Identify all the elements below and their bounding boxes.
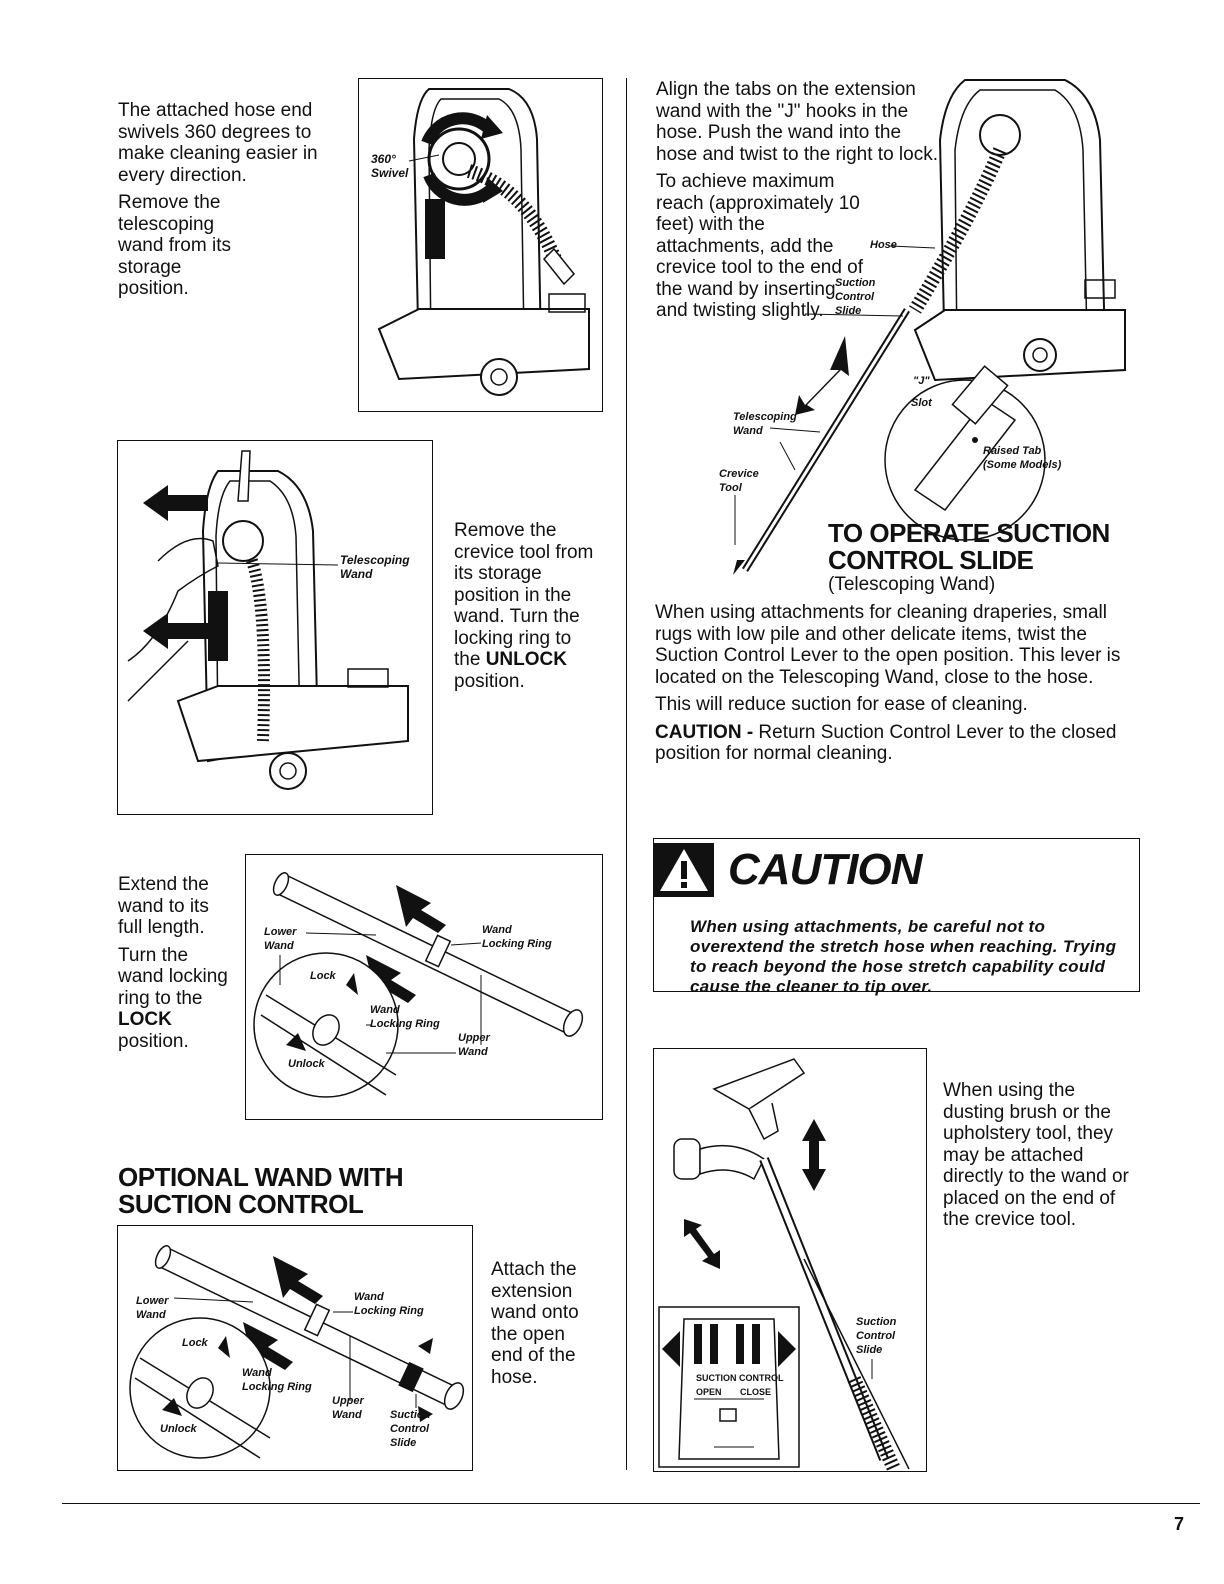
dusting-brush-paragraph: When using the dusting brush or the upho… — [943, 1080, 1129, 1230]
label-lower: Lower — [264, 926, 297, 938]
lock-text-post: position. — [118, 1030, 189, 1052]
label-some-models: (Some Models) — [983, 459, 1062, 471]
warning-triangle-icon — [654, 843, 714, 897]
label-raised-tab: Raised Tab — [983, 445, 1042, 457]
label-lock-s: Lock — [182, 1337, 209, 1349]
label-upper-wand: Wand — [458, 1046, 488, 1058]
label-locking-ring-top: Locking Ring — [482, 938, 552, 950]
label-lock: Lock — [310, 970, 337, 982]
label-suction-r: Suction — [835, 277, 876, 289]
caution-text: When using attachments, be careful not t… — [690, 917, 1117, 996]
label-wand-top: Wand — [482, 924, 512, 936]
caution-box: CAUTION When using attachments, be caref… — [653, 838, 1140, 996]
crevice-unlock-instructions: Remove the crevice tool from its storage… — [454, 520, 599, 698]
label-unlock-s: Unlock — [160, 1423, 198, 1435]
label-swivel: Swivel — [371, 166, 409, 180]
caution-inline-text: Return Suction Control Lever to the clos… — [655, 721, 1117, 765]
vacuum-swivel-illustration: 360° Swivel — [371, 88, 590, 396]
suction-section-body: When using attachments for cleaning drap… — [655, 602, 1145, 771]
lock-keyword: LOCK — [118, 1009, 172, 1030]
page-number: 7 — [1173, 1514, 1184, 1534]
suction-paragraph-1: When using attachments for cleaning drap… — [655, 602, 1121, 688]
label-suction-s: Suction — [390, 1409, 431, 1421]
swivel-figure: 360° Swivel — [358, 78, 603, 412]
suction-section-heading: TO OPERATE SUCTION CONTROL SLIDE (Telesc… — [828, 520, 1128, 596]
label-slide-d: Slide — [856, 1344, 882, 1356]
label-telescoping-r: Telescoping — [733, 411, 797, 423]
lock-text-pre: Turn the wand locking ring to the — [118, 944, 228, 1009]
label-control-r: Control — [835, 291, 875, 303]
label-wand-top-s: Wand — [354, 1291, 384, 1303]
attach-paragraph: Attach the extension wand onto the open … — [491, 1259, 579, 1388]
label-slide-s: Slide — [390, 1437, 416, 1449]
suction-heading-line1: TO OPERATE SUCTION — [828, 518, 1110, 548]
label-locking-ring-top-s: Locking Ring — [354, 1305, 424, 1317]
suction-subheading: (Telescoping Wand) — [828, 574, 996, 595]
dial-suction-control-text: SUCTION CONTROL — [696, 1373, 784, 1383]
label-wand-inset-s: Wand — [242, 1367, 272, 1379]
label-wand-inset: Wand — [370, 1004, 400, 1016]
remove-wand-paragraph: Remove the telescoping wand from its sto… — [118, 192, 231, 299]
label-upper-s: Upper — [332, 1395, 365, 1407]
label-slide-r: Slide — [835, 305, 861, 317]
vacuum-crevice-illustration: Telescoping Wand — [127, 450, 410, 790]
extend-wand-instructions: Extend the wand to its full length. Turn… — [118, 874, 228, 1058]
label-wand: Wand — [340, 567, 373, 581]
suction-wand-illustration: Lower Wand Wand Locking Ring Lock Wand L… — [129, 1245, 465, 1459]
dusting-brush-illustration: SUCTION CONTROL OPEN CLOSE Suction Contr… — [658, 1058, 910, 1471]
swivel-paragraph: The attached hose end swivels 360 degree… — [118, 100, 318, 186]
label-lower-wand: Wand — [264, 940, 294, 952]
label-locking-ring-inset-s: Locking Ring — [242, 1381, 312, 1393]
caution-header: CAUTION — [654, 839, 1139, 901]
label-crevice: Crevice — [719, 468, 759, 480]
swivel-instructions: The attached hose end swivels 360 degree… — [118, 100, 346, 306]
suction-paragraph-2: This will reduce suction for ease of cle… — [655, 694, 1028, 715]
dial-close-text: CLOSE — [740, 1387, 771, 1397]
wand-lock-figure: Lower Wand Wand Locking Ring Lock Wand L… — [245, 854, 603, 1120]
attach-wand-instructions: Attach the extension wand onto the open … — [491, 1259, 601, 1394]
label-upper-wand-s: Wand — [332, 1409, 362, 1421]
label-360: 360° — [371, 152, 396, 166]
crevice-unlock-figure: Telescoping Wand — [117, 440, 433, 815]
optional-wand-heading: OPTIONAL WAND WITH SUCTION CONTROL — [118, 1164, 438, 1218]
label-locking-ring-inset: Locking Ring — [370, 1018, 440, 1030]
dusting-brush-instructions: When using the dusting brush or the upho… — [943, 1080, 1133, 1237]
optional-wand-heading-line1: OPTIONAL WAND WITH — [118, 1162, 404, 1192]
label-lower-wand-s: Wand — [136, 1309, 166, 1321]
crevice-text-pre: Remove the crevice tool from its storage… — [454, 520, 594, 670]
dusting-brush-figure: SUCTION CONTROL OPEN CLOSE Suction Contr… — [653, 1048, 927, 1472]
crevice-text-post: position. — [454, 670, 525, 692]
label-j: "J" — [913, 375, 930, 387]
wand-lock-illustration: Lower Wand Wand Locking Ring Lock Wand L… — [253, 872, 584, 1098]
label-control-d: Control — [856, 1330, 896, 1342]
max-reach-paragraph: To achieve maximum reach (approximately … — [656, 171, 864, 321]
unlock-keyword: UNLOCK — [485, 649, 567, 670]
extend-paragraph: Extend the wand to its full length. — [118, 874, 209, 938]
suction-heading-line2: CONTROL SLIDE — [828, 545, 1034, 575]
column-divider — [626, 78, 627, 1470]
align-tabs-paragraph: Align the tabs on the extension wand wit… — [656, 79, 938, 165]
footer-rule — [62, 1503, 1200, 1504]
dial-open-text: OPEN — [696, 1387, 722, 1397]
caution-title: CAUTION — [728, 845, 922, 894]
label-unlock: Unlock — [288, 1058, 326, 1070]
label-suction-d: Suction — [856, 1316, 897, 1328]
caution-inline-label: CAUTION - — [655, 721, 754, 743]
label-telescoping: Telescoping — [340, 553, 410, 567]
extension-wand-illustration: Hose Suction Control Slide "J" Slot Rais… — [719, 79, 1126, 575]
optional-wand-heading-line2: SUCTION CONTROL — [118, 1189, 364, 1219]
label-lower-s: Lower — [136, 1295, 169, 1307]
label-hose: Hose — [870, 239, 897, 251]
suction-wand-figure: Lower Wand Wand Locking Ring Lock Wand L… — [117, 1225, 473, 1471]
label-slot: Slot — [911, 397, 933, 409]
label-wand-r: Wand — [733, 425, 763, 437]
label-upper: Upper — [458, 1032, 491, 1044]
extension-wand-instructions: Align the tabs on the extension wand wit… — [656, 79, 946, 328]
label-control-s: Control — [390, 1423, 430, 1435]
label-tool: Tool — [719, 482, 743, 494]
